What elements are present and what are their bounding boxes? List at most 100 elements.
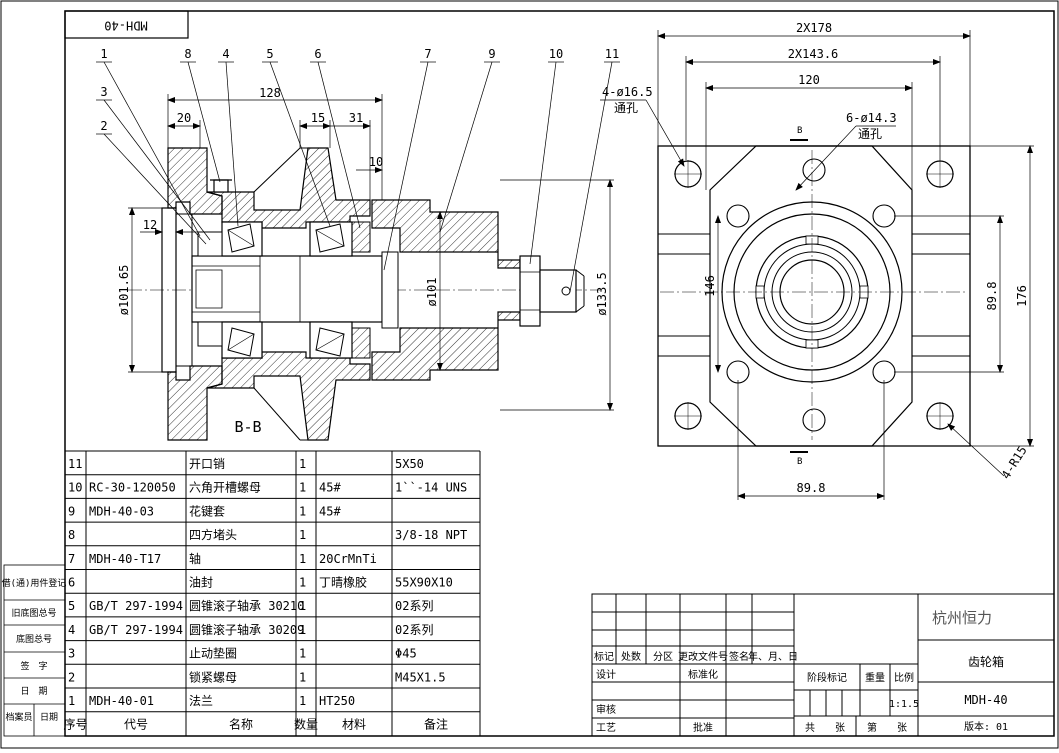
balloon-9: 9	[488, 47, 495, 61]
bom-cell: 7	[68, 552, 75, 566]
bom-cell: 4	[68, 623, 75, 637]
rev-header-file: 更改文件号	[678, 650, 728, 663]
bom-cell: 2	[68, 670, 75, 684]
front-texts: 2X178 2X143.6 120 4-ø16.5 通孔 6-ø14.3 通孔 …	[602, 21, 1030, 495]
dim-12: 12	[143, 218, 157, 232]
bom-cell: 02系列	[395, 623, 433, 637]
bom-cell: 圆锥滚子轴承 30209	[189, 622, 304, 637]
bom-header-cell: 材料	[342, 718, 366, 732]
code-box-text: MDH-40	[104, 19, 147, 33]
tb-stage-mark: 阶段标记	[807, 671, 847, 684]
bom-cell: 法兰	[189, 694, 213, 708]
bom-cell: 1``-14 UNS	[395, 481, 467, 495]
rev-header-mark: 标记	[594, 651, 614, 663]
tb-standardize: 标准化	[688, 668, 718, 681]
tb-scale: 1:1.5	[889, 699, 919, 710]
bom-header-cell: 备注	[424, 717, 448, 732]
dim-146: 146	[703, 275, 717, 297]
front-dimensions	[600, 30, 1034, 500]
bom-cell: 四方堵头	[189, 527, 237, 542]
bom-cell: 5X50	[395, 457, 424, 471]
tb-weight: 重量	[865, 671, 885, 684]
bom-cell: RC-30-120050	[89, 481, 176, 495]
bom-cell: 六角开槽螺母	[189, 481, 261, 495]
bom-cell: MDH-40-03	[89, 504, 154, 518]
dim-holes-4: 4-ø16.5	[602, 85, 653, 99]
section-texts: 1 2 3 4 5 6 7 8 9 10 11 128 20 15 31 10 …	[100, 47, 619, 436]
bom-cell: 锁紧螺母	[189, 669, 237, 684]
rev-header-sign: 签名	[729, 650, 749, 663]
bom-cell: 20CrMnTi	[319, 552, 377, 566]
bom-cell: GB/T 297-1994	[89, 623, 183, 637]
rev-header-zone: 分区	[653, 651, 673, 663]
balloon-8: 8	[184, 47, 191, 61]
bom-cell: 45#	[319, 504, 341, 518]
side-stamp-texts: 借(通)用件登记 旧底图总号 底图总号 签 字 日 期 档案员 日期	[2, 577, 67, 723]
dim-holes-4-note: 通孔	[614, 101, 638, 115]
bom-cell: 1	[299, 552, 306, 566]
bom-cell: 圆锥滚子轴承 30210	[189, 598, 304, 613]
side-stamp-column	[3, 564, 66, 737]
bom-cell: 1	[68, 694, 75, 708]
balloon-6: 6	[314, 47, 321, 61]
tb-approve: 批准	[693, 721, 713, 734]
dim-2x143-6: 2X143.6	[788, 47, 839, 61]
dim-15: 15	[311, 111, 325, 125]
bom-cell: 02系列	[395, 599, 433, 613]
rev-header-count: 处数	[621, 650, 641, 663]
bom-header-cell: 名称	[229, 717, 253, 732]
dim-dia-133-5: ø133.5	[595, 272, 609, 315]
bom-table	[64, 450, 481, 737]
section-label: B-B	[234, 418, 261, 436]
bom-cell: 轴	[189, 551, 201, 566]
bom-cell: 6	[68, 576, 75, 590]
tb-sheet-total: 共 张	[805, 722, 845, 734]
title-block	[591, 593, 1055, 737]
bom-cell: 油封	[189, 576, 213, 590]
dim-89-8-horizontal: 89.8	[797, 481, 826, 495]
bom-header-cell: 代号	[124, 718, 148, 732]
balloon-5: 5	[266, 47, 273, 61]
code-box: MDH-40	[64, 10, 189, 39]
tb-drawing-no: MDH-40	[964, 693, 1007, 707]
bom-header-cell: 数量	[294, 717, 318, 732]
side-label-base: 底图总号	[16, 633, 52, 645]
dim-31: 31	[349, 111, 363, 125]
side-label-archivist: 档案员	[5, 711, 32, 723]
dim-176: 176	[1015, 285, 1029, 307]
side-label-archive-date: 日期	[40, 712, 58, 723]
tb-sheet-no: 第 张	[867, 721, 907, 734]
balloon-10: 10	[549, 47, 563, 61]
bom-cell: 5	[68, 599, 75, 613]
dim-dia-101-65: ø101.65	[117, 265, 131, 316]
dim-120: 120	[798, 73, 820, 87]
bom-cell: 10	[68, 481, 82, 495]
bom-cell: 花键套	[189, 503, 225, 518]
side-label-reg: 借(通)用件登记	[2, 577, 67, 589]
tb-ratio: 比例	[894, 671, 914, 684]
section-dimensions	[96, 61, 620, 411]
bom-cell: 1	[299, 623, 306, 637]
bom-cell: 1	[299, 481, 306, 495]
bom-cell: 1	[299, 576, 306, 590]
balloon-3: 3	[100, 85, 107, 99]
dim-89-8-vertical: 89.8	[985, 282, 999, 311]
bom-cell: 55X90X10	[395, 576, 453, 590]
dim-holes-6: 6-ø14.3	[846, 111, 897, 125]
side-label-old: 旧底图总号	[11, 607, 56, 619]
bom-cell: 1	[299, 647, 306, 661]
front-view	[657, 139, 971, 453]
bom-cell: MDH-40-01	[89, 694, 154, 708]
balloon-1: 1	[100, 47, 107, 61]
bom-cell: Φ45	[395, 647, 417, 661]
section-view	[128, 147, 600, 441]
bom-cell: 1	[299, 694, 306, 708]
tb-process: 工艺	[596, 722, 616, 734]
dim-10: 10	[369, 155, 383, 169]
dim-20: 20	[177, 111, 191, 125]
bom-header-cell: 序号	[63, 717, 87, 732]
tb-company: 杭州恒力	[932, 609, 992, 627]
bom-cell: 9	[68, 504, 75, 518]
